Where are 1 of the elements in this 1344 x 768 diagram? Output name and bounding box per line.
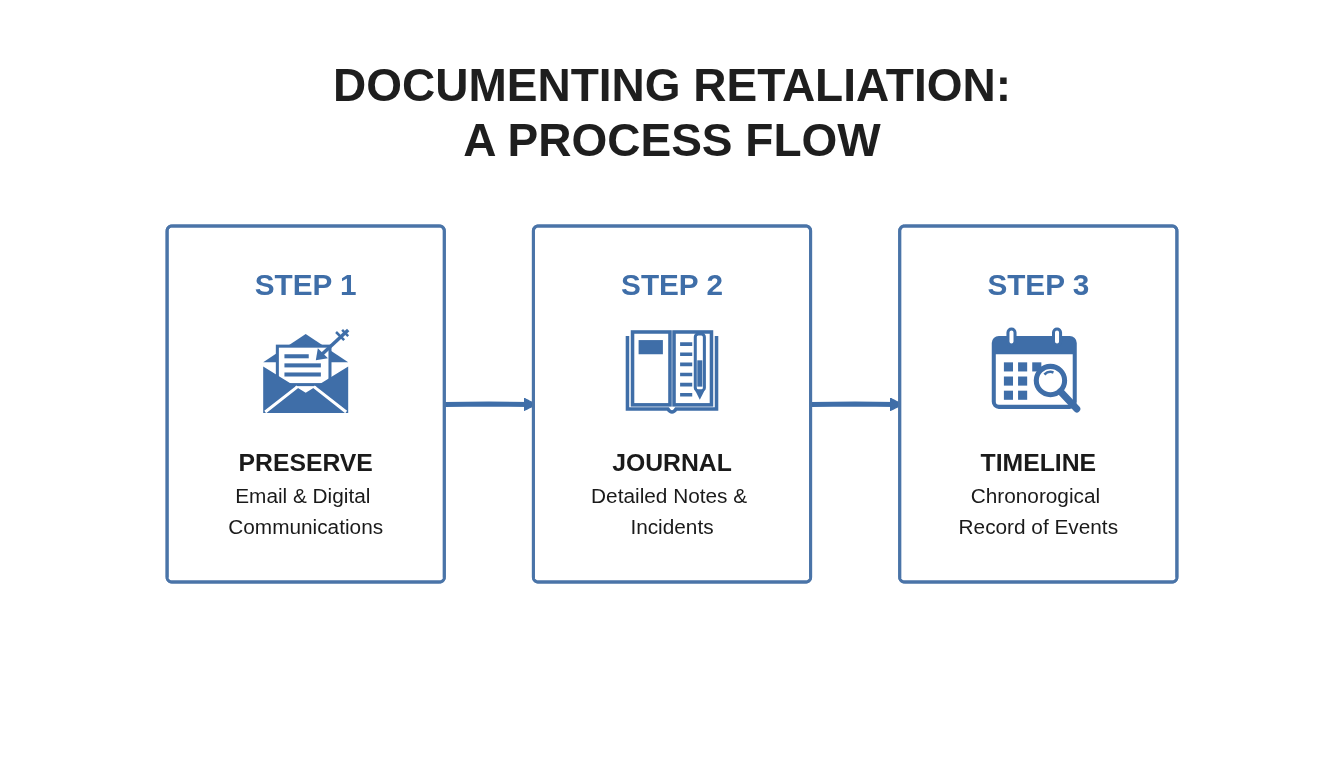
title: DOCUMENTING RETALIATION: A PROCESS FLOW xyxy=(332,58,1012,169)
